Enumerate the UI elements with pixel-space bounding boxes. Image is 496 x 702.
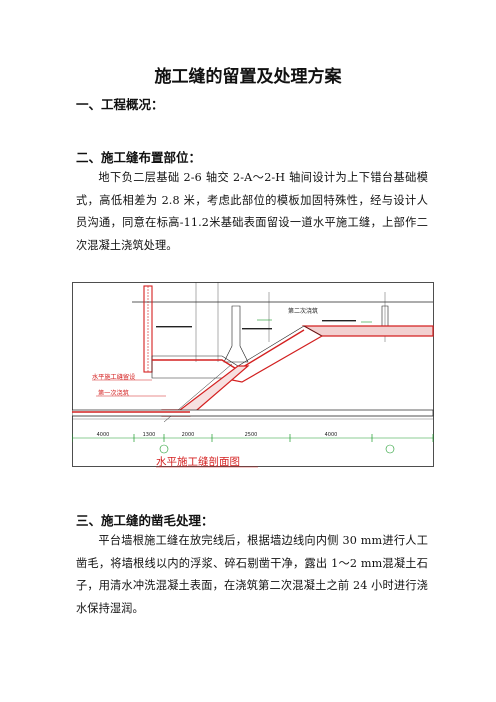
- dimension-4: 2500: [245, 432, 258, 438]
- axis-bubble: [385, 444, 395, 454]
- dimension-2: 1300: [143, 432, 156, 438]
- axis-bubble: [159, 444, 169, 454]
- dimension-3: 2000: [182, 432, 195, 438]
- section-1-heading: 一、工程概况：: [76, 97, 164, 112]
- reinforcement-upper: [152, 329, 305, 371]
- dimension-5: 4000: [325, 432, 338, 438]
- base-slab: [72, 409, 434, 417]
- label-second-pour: 第二次浇筑: [288, 307, 318, 315]
- section-3-paragraph: 平台墙根施工缝在放完线后，根据墙边线向内侧 30 mm进行人工凿毛，将墙根线以内…: [76, 534, 428, 615]
- slope-wall: [161, 365, 250, 417]
- section-drawing: 水平施工缝留设 第一次浇筑 第二次浇筑 4000 1300: [72, 282, 434, 468]
- dimension-1: 4000: [97, 432, 110, 438]
- section-2-paragraph: 地下负二层基础 2-6 轴交 2-A～2-H 轴间设计为上下错台基础模式，高低相…: [76, 171, 428, 252]
- document-title: 施工缝的留置及处理方案: [154, 67, 342, 87]
- horizontal-joint-section-svg: 水平施工缝留设 第一次浇筑 第二次浇筑 4000 1300: [72, 282, 434, 468]
- section-2-heading: 二、施工缝布置部位：: [76, 150, 202, 165]
- label-construction-joint: 水平施工缝留设: [92, 373, 135, 381]
- label-first-pour: 第一次浇筑: [98, 389, 130, 397]
- upper-raft: [301, 325, 434, 337]
- drawing-frame: [72, 282, 434, 467]
- section-3-heading: 三、施工缝的凿毛处理：: [76, 513, 214, 528]
- drawing-caption: 水平施工缝剖面图: [156, 455, 240, 468]
